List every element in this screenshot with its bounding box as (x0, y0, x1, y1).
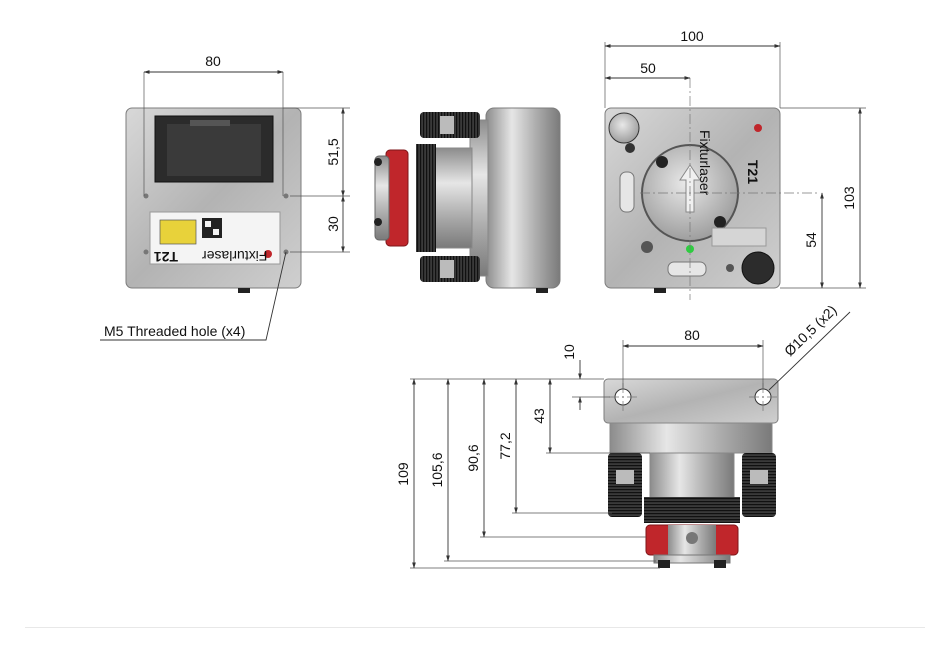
threaded-hole-2 (284, 194, 289, 199)
side-knurl-ring (416, 144, 436, 252)
back-view: Fixturlaser T21 (605, 78, 820, 300)
dim-back-total-height: 103 (841, 186, 857, 210)
threaded-hole-3 (144, 250, 149, 255)
dim-bottom-depth-105: 105,6 (429, 452, 445, 487)
front-model-text: T21 (154, 249, 178, 265)
bottom-housing (610, 423, 772, 453)
dim-front-upper-height: 51,5 (325, 138, 341, 165)
bottom-knurl-ring (644, 497, 740, 523)
laser-warning-sticker (160, 220, 196, 244)
back-top-knob (609, 113, 639, 143)
bottom-body-cylinder (650, 453, 734, 499)
back-label-strip (712, 228, 766, 246)
callout-threaded-hole: M5 Threaded hole (x4) (104, 323, 245, 339)
front-foot (238, 288, 250, 293)
front-brand-text: Fixturlaser (202, 248, 268, 264)
dim-bottom-depth-109: 109 (395, 462, 411, 486)
bottom-view (604, 379, 778, 568)
side-front-cap (375, 156, 389, 240)
bottom-knob-right (742, 453, 776, 517)
front-display-inner (167, 124, 261, 176)
dim-back-center-width: 50 (640, 60, 656, 76)
back-brand-text: Fixturlaser (697, 130, 713, 196)
dim-back-lower-height: 54 (803, 232, 819, 248)
dim-bottom-depth-90: 90,6 (465, 444, 481, 471)
bottom-knob-left (608, 453, 642, 517)
back-side-slot (620, 172, 634, 212)
back-bottom-slot (668, 262, 706, 276)
dim-bottom-hole-offset: 10 (561, 344, 577, 360)
side-body-cylinder (430, 148, 472, 248)
front-view: Fixturlaser T21 (126, 108, 301, 293)
dim-bottom-hole-spacing: 80 (684, 327, 700, 343)
front-clip (190, 120, 230, 126)
dim-back-total-width: 100 (680, 28, 704, 44)
dim-bottom-depth-77: 77,2 (497, 432, 513, 459)
dim-front-lower-height: 30 (325, 216, 341, 232)
back-bottom-knob (742, 252, 774, 284)
back-model-text: T21 (745, 160, 761, 184)
side-housing (486, 108, 560, 288)
footer-divider (25, 627, 925, 628)
side-flange (470, 120, 488, 276)
side-view (374, 108, 560, 293)
dim-front-width: 80 (205, 53, 221, 69)
dim-bottom-depth-43: 43 (531, 408, 547, 424)
